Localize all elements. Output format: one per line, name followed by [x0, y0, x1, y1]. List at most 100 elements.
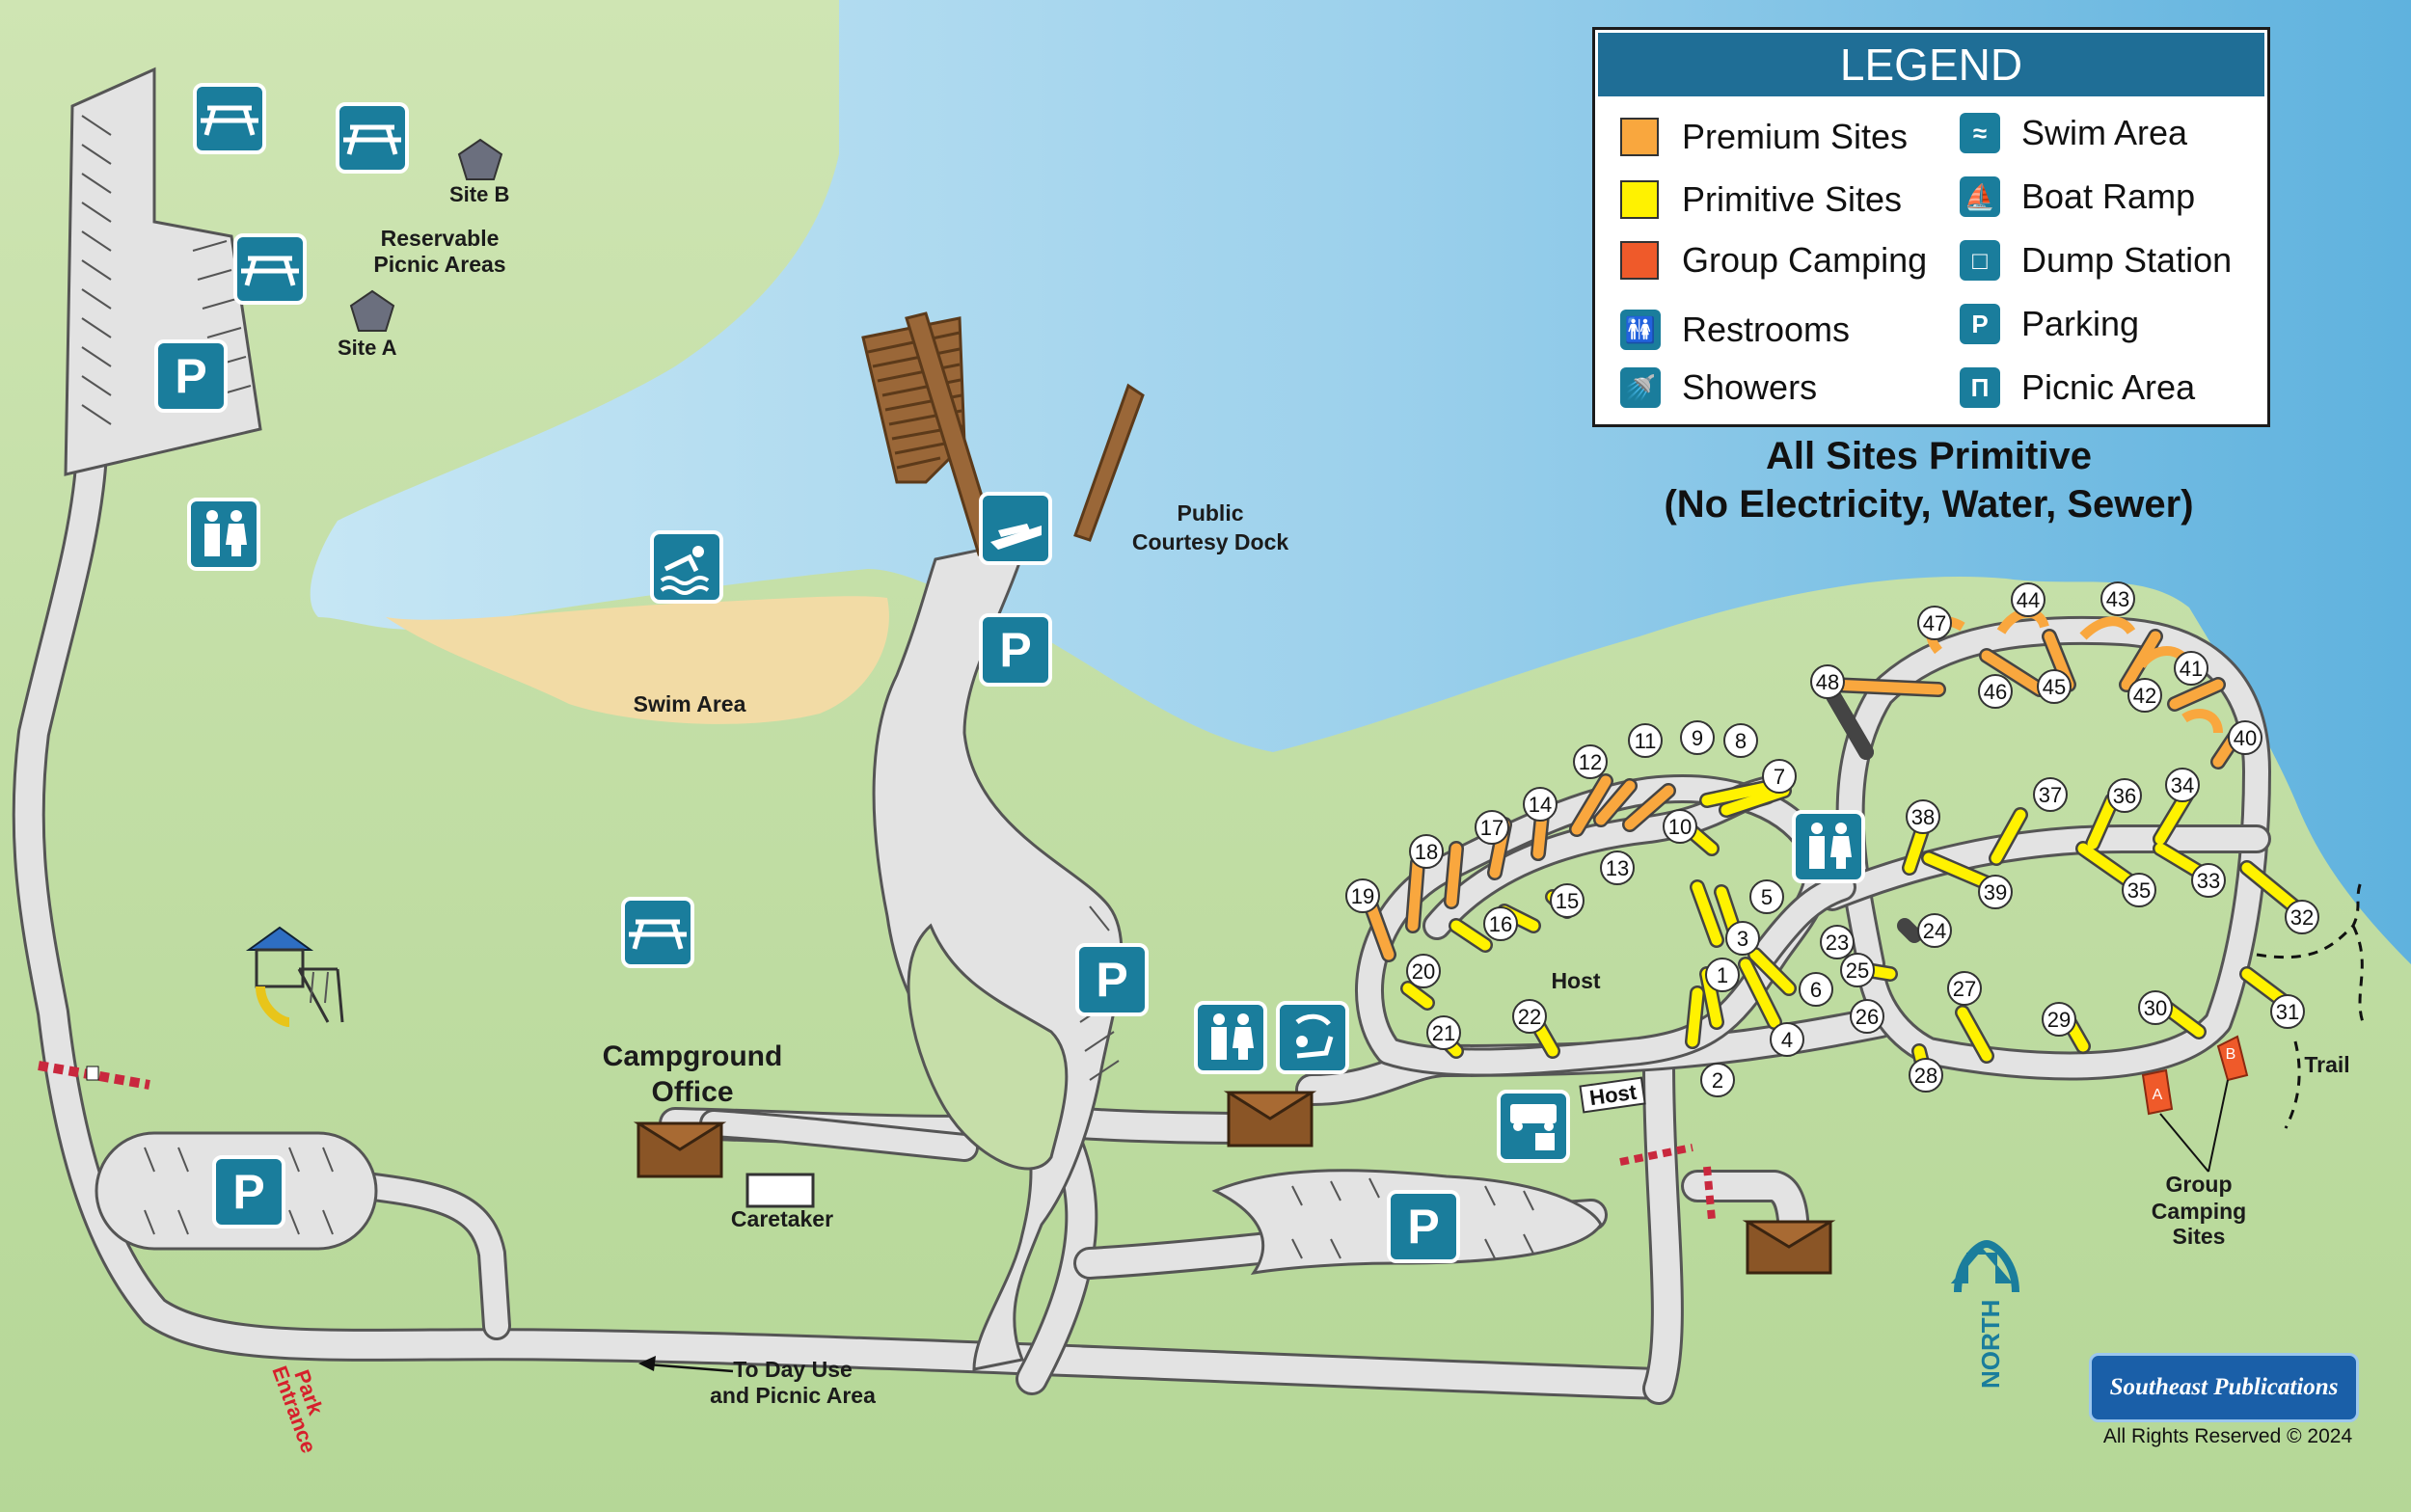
site-marker-17[interactable]: 17 [1475, 810, 1509, 845]
site-marker-40[interactable]: 40 [2228, 720, 2262, 755]
restroom-icon[interactable] [1194, 1001, 1267, 1074]
site-marker-1[interactable]: 1 [1705, 958, 1740, 992]
site-marker-10[interactable]: 10 [1663, 809, 1697, 844]
site-marker-28[interactable]: 28 [1909, 1058, 1943, 1093]
site-marker-2[interactable]: 2 [1700, 1063, 1735, 1097]
site-marker-35[interactable]: 35 [2122, 873, 2156, 907]
site-marker-36[interactable]: 36 [2107, 778, 2142, 813]
site-marker-8[interactable]: 8 [1723, 723, 1758, 758]
site-a-pavilion-icon[interactable] [349, 289, 395, 332]
site-marker-circle [1799, 972, 1833, 1007]
site-number-label: 19 [1351, 884, 1374, 908]
site-marker-30[interactable]: 30 [2138, 990, 2173, 1025]
site-marker-14[interactable]: 14 [1523, 787, 1558, 822]
site-marker-22[interactable]: 22 [1512, 999, 1547, 1034]
site-marker-circle [1628, 723, 1663, 758]
site-marker-47[interactable]: 47 [1917, 606, 1952, 640]
site-marker-39[interactable]: 39 [1978, 875, 2013, 909]
legend-label: Showers [1682, 367, 1818, 407]
legend-item-group: Group Camping [1620, 240, 1927, 281]
shower-icon[interactable] [1276, 1001, 1349, 1074]
legend-item-picnic: Π Picnic Area [1960, 367, 2195, 408]
site-marker-13[interactable]: 13 [1600, 850, 1635, 885]
swim-area-label: Swim Area [634, 691, 746, 716]
site-marker-circle [1512, 999, 1547, 1034]
site-marker-12[interactable]: 12 [1573, 744, 1608, 779]
site-marker-circle [2285, 900, 2319, 934]
picnic-table-icon[interactable] [336, 102, 409, 174]
host-sign [1579, 1076, 1646, 1114]
picnic-table-icon[interactable] [621, 897, 694, 968]
site-marker-46[interactable]: 46 [1978, 674, 2013, 709]
site-marker-circle [2011, 582, 2045, 617]
restroom-icon[interactable] [1792, 810, 1865, 883]
site-marker-6[interactable]: 6 [1799, 972, 1833, 1007]
group-camping-label-line3: Sites [2173, 1224, 2226, 1249]
site-number-label: 41 [2180, 657, 2203, 681]
restroom-icon[interactable] [187, 498, 260, 571]
site-marker-5[interactable]: 5 [1749, 879, 1784, 914]
site-marker-26[interactable]: 26 [1850, 999, 1884, 1034]
site-marker-44[interactable]: 44 [2011, 582, 2045, 617]
site-marker-11[interactable]: 11 [1628, 723, 1663, 758]
site-marker-24[interactable]: 24 [1917, 913, 1952, 948]
parking-icon[interactable]: P [979, 613, 1052, 687]
site-marker-circle [1762, 759, 1797, 794]
site-marker-29[interactable]: 29 [2042, 1002, 2076, 1037]
site-marker-34[interactable]: 34 [2165, 768, 2200, 802]
site-marker-43[interactable]: 43 [2100, 581, 2135, 616]
site-marker-18[interactable]: 18 [1409, 834, 1444, 869]
site-number-label: 27 [1953, 977, 1976, 1001]
parking-icon[interactable]: P [1075, 943, 1149, 1016]
beach [386, 596, 889, 724]
site-marker-16[interactable]: 16 [1483, 906, 1518, 941]
swim-icon[interactable] [650, 530, 723, 604]
site-marker-32[interactable]: 32 [2285, 900, 2319, 934]
parking-icon[interactable]: P [212, 1155, 285, 1228]
office-label-line2: Office [651, 1076, 733, 1108]
site-marker-33[interactable]: 33 [2191, 863, 2226, 898]
picnic-table-icon[interactable] [193, 83, 266, 154]
dock-label-line2: Courtesy Dock [1132, 529, 1289, 554]
site-marker-21[interactable]: 21 [1426, 1015, 1461, 1050]
site-marker-41[interactable]: 41 [2174, 651, 2208, 686]
playground-icon [245, 926, 344, 1027]
site-marker-4[interactable]: 4 [1770, 1022, 1804, 1057]
dump-station-icon[interactable] [1497, 1090, 1570, 1163]
site-marker-circle [1406, 954, 1441, 988]
site-number-label: 17 [1480, 816, 1503, 840]
site-marker-circle [1345, 878, 1380, 913]
site-number-label: 40 [2234, 726, 2257, 750]
site-marker-27[interactable]: 27 [1947, 971, 1982, 1006]
legend-item-parking: P Parking [1960, 304, 2139, 344]
site-marker-45[interactable]: 45 [2037, 669, 2072, 704]
site-marker-23[interactable]: 23 [1820, 925, 1855, 959]
site-marker-circle [1840, 953, 1875, 987]
site-marker-9[interactable]: 9 [1680, 720, 1715, 755]
site-marker-37[interactable]: 37 [2033, 777, 2068, 812]
site-marker-15[interactable]: 15 [1550, 883, 1585, 918]
site-b-pavilion-icon[interactable] [457, 138, 503, 180]
site-b-label: Site B [449, 182, 509, 206]
site-marker-31[interactable]: 31 [2270, 994, 2305, 1029]
site-number-label: 14 [1529, 793, 1552, 817]
site-number-label: 16 [1489, 912, 1512, 936]
legend-label: Restrooms [1682, 310, 1851, 349]
site-marker-25[interactable]: 25 [1840, 953, 1875, 987]
site-marker-3[interactable]: 3 [1725, 921, 1760, 956]
site-marker-20[interactable]: 20 [1406, 954, 1441, 988]
boat-ramp-icon: ⛵ [1960, 176, 2000, 217]
site-number-label: 20 [1412, 959, 1435, 984]
site-marker-38[interactable]: 38 [1906, 799, 1940, 834]
site-number-label: 29 [2047, 1008, 2071, 1032]
site-marker-48[interactable]: 48 [1810, 664, 1845, 699]
site-marker-42[interactable]: 42 [2127, 678, 2162, 713]
site-number-label: 22 [1518, 1005, 1541, 1029]
site-marker-7[interactable]: 7 [1762, 759, 1797, 794]
parking-icon[interactable]: P [154, 339, 228, 413]
boat-ramp-icon[interactable] [979, 492, 1052, 565]
site-marker-19[interactable]: 19 [1345, 878, 1380, 913]
picnic-table-icon[interactable] [233, 233, 307, 305]
site-marker-circle [1573, 744, 1608, 779]
parking-icon[interactable]: P [1387, 1190, 1460, 1263]
